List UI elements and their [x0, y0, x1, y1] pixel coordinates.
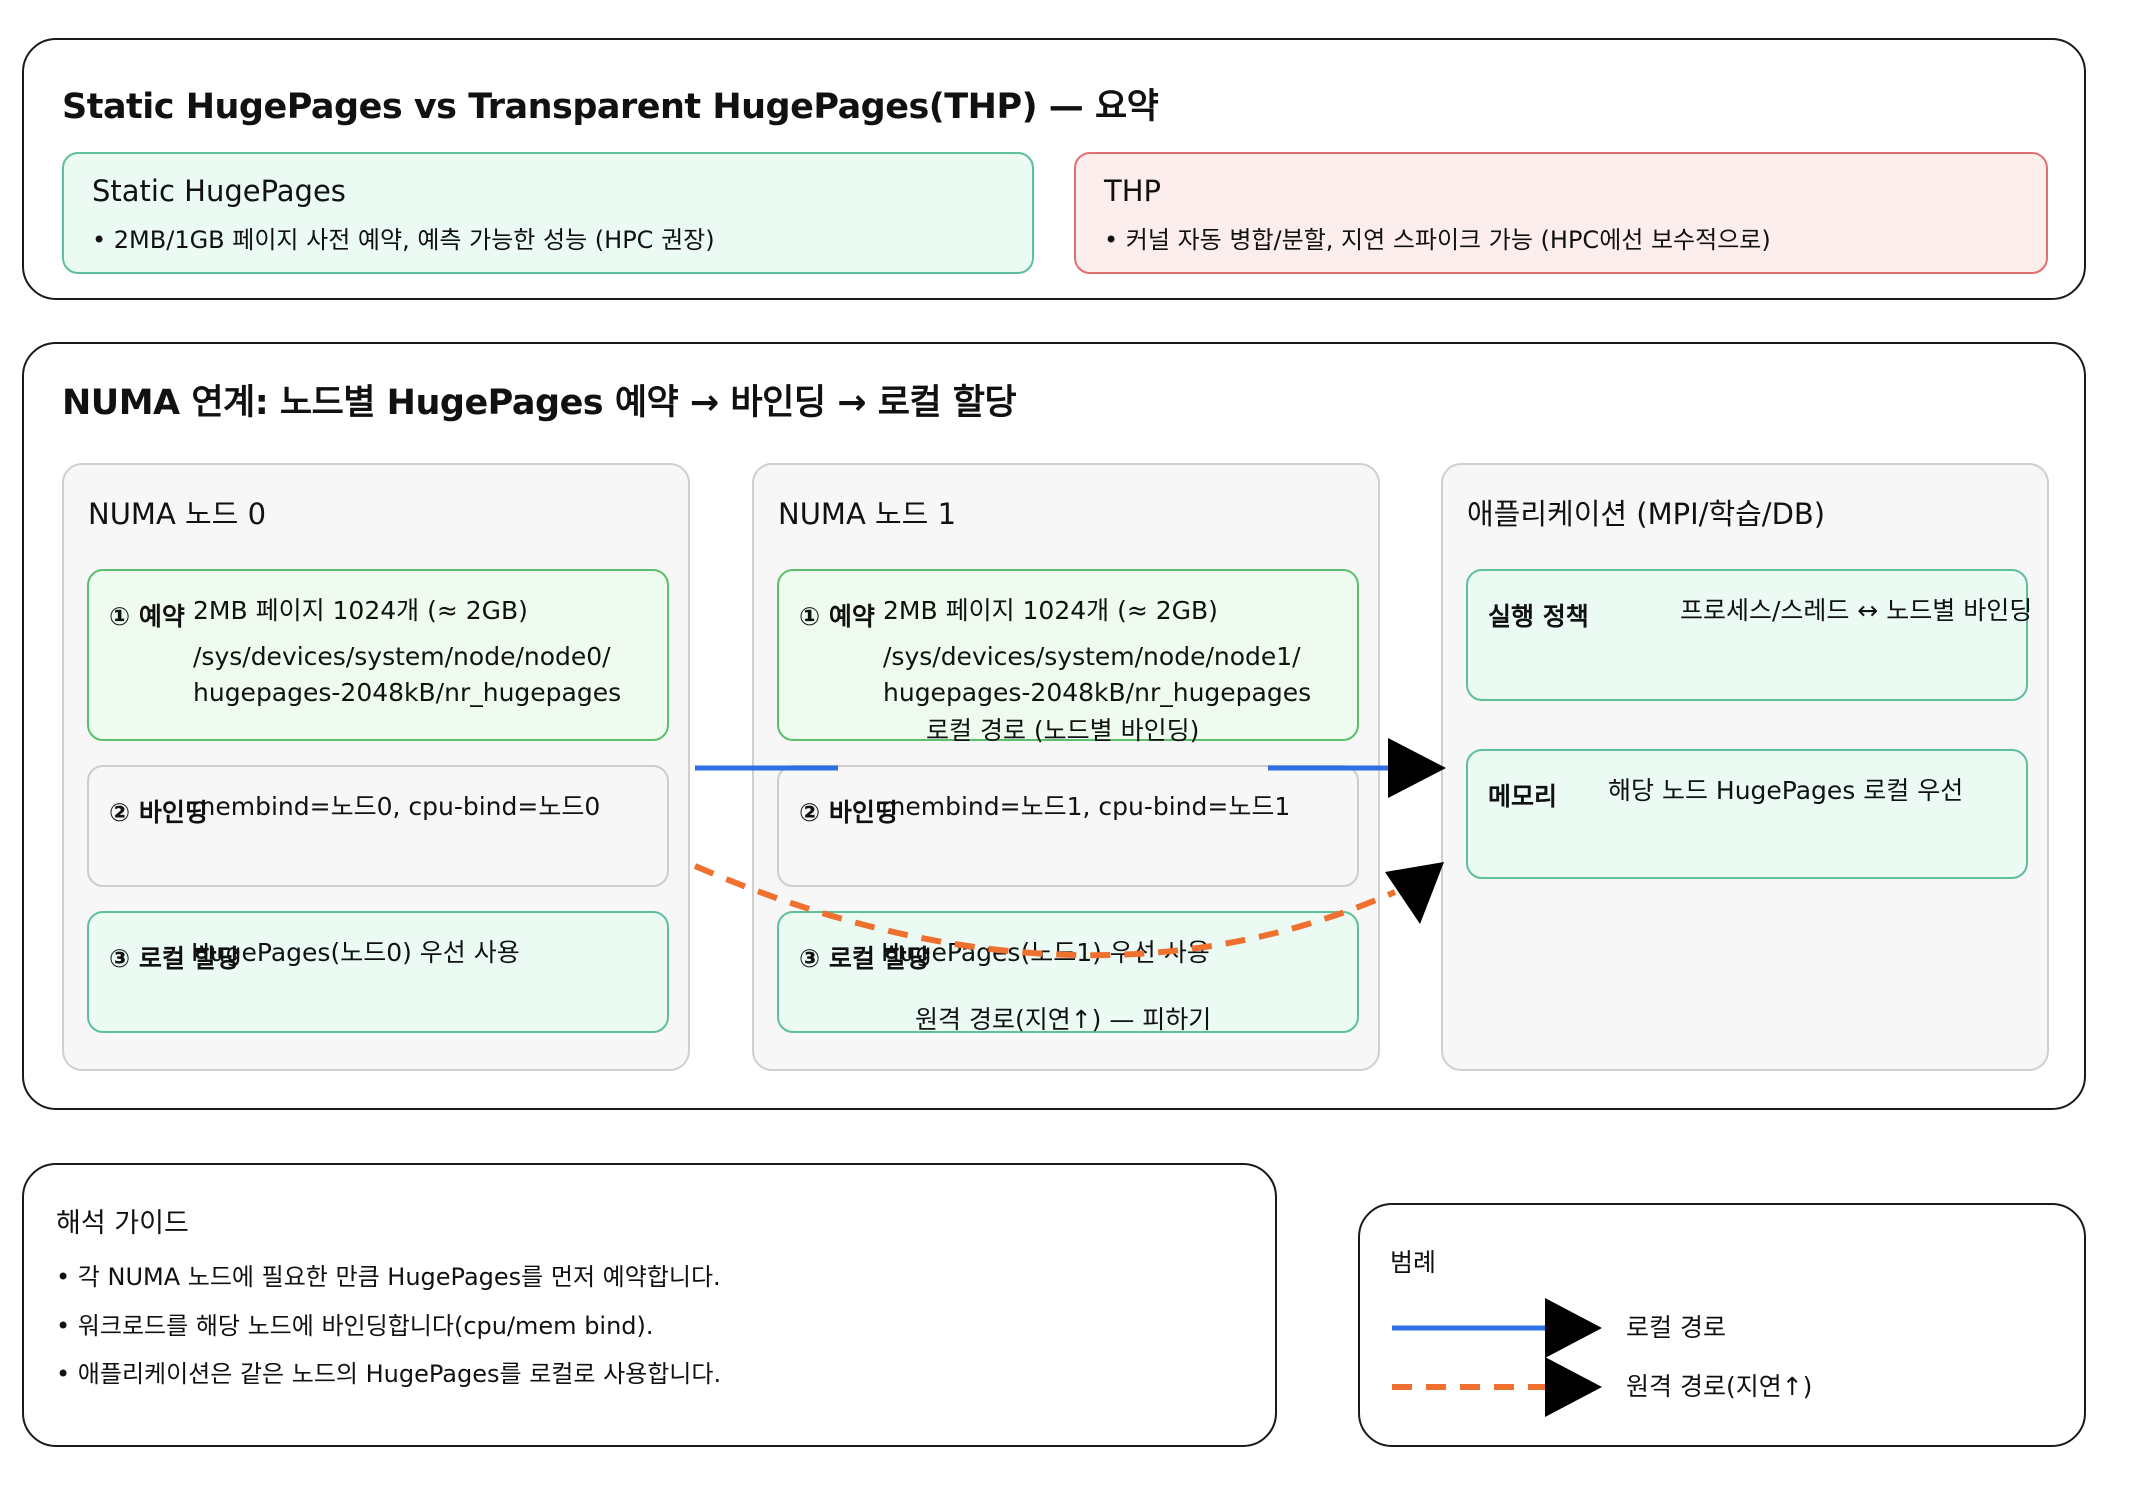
numa-node-1-title: NUMA 노드 1	[778, 497, 957, 531]
app-memory-step: 메모리 해당 노드 HugePages 로컬 우선	[1466, 749, 2028, 879]
legend-remote-label: 원격 경로(지연↑)	[1626, 1372, 1813, 1401]
application-title: 애플리케이션 (MPI/학습/DB)	[1467, 497, 1826, 531]
remote-path-label: 원격 경로(지연↑) — 피하기	[915, 1005, 1212, 1034]
app-policy-label: 실행 정책	[1488, 602, 1589, 631]
static-hugepages-box: Static HugePages • 2MB/1GB 페이지 사전 예약, 예측…	[62, 152, 1034, 274]
node0-bind-label: ② 바인딩	[109, 798, 208, 827]
guide-item-3: • 애플리케이션은 같은 노드의 HugePages를 로컬로 사용합니다.	[56, 1360, 722, 1388]
app-memory-label: 메모리	[1488, 782, 1558, 811]
legend-local-arrowhead	[1545, 1298, 1602, 1358]
node0-alloc-label: ③ 로컬 할당	[109, 944, 240, 973]
legend-title: 범례	[1390, 1248, 1437, 1277]
node1-reserve-line3: hugepages-2048kB/nr_hugepages	[883, 678, 1312, 707]
node0-bind-step: ② 바인딩 membind=노드0, cpu-bind=노드0	[87, 765, 669, 887]
legend-local-label: 로컬 경로	[1626, 1313, 1726, 1342]
node0-reserve-line2: /sys/devices/system/node/node0/	[193, 642, 611, 671]
node1-reserve-step: ① 예약 2MB 페이지 1024개 (≈ 2GB) /sys/devices/…	[777, 569, 1359, 741]
summary-title: Static HugePages vs Transparent HugePage…	[62, 87, 1159, 127]
node1-alloc-text: HugePages(노드1) 우선 사용	[881, 938, 1210, 967]
app-policy-text: 프로세스/스레드 ↔ 노드별 바인딩	[1680, 596, 2033, 625]
app-memory-text: 해당 노드 HugePages 로컬 우선	[1608, 776, 1964, 805]
node1-bind-step: ② 바인딩 membind=노드1, cpu-bind=노드1	[777, 765, 1359, 887]
node1-bind-text: membind=노드1, cpu-bind=노드1	[881, 792, 1291, 821]
node0-bind-text: membind=노드0, cpu-bind=노드0	[191, 792, 601, 821]
guide-panel: 해석 가이드 • 각 NUMA 노드에 필요한 만큼 HugePages를 먼저…	[22, 1163, 1277, 1447]
guide-item-1: • 각 NUMA 노드에 필요한 만큼 HugePages를 먼저 예약합니다.	[56, 1263, 721, 1291]
thp-bullet: • 커널 자동 병합/분할, 지연 스파이크 가능 (HPC에선 보수적으로)	[1104, 226, 1771, 254]
node0-reserve-line3: hugepages-2048kB/nr_hugepages	[193, 678, 622, 707]
node1-reserve-label: ① 예약	[799, 602, 875, 631]
numa-node-0-column: NUMA 노드 0 ① 예약 2MB 페이지 1024개 (≈ 2GB) /sy…	[62, 463, 690, 1071]
guide-item-2: • 워크로드를 해당 노드에 바인딩합니다(cpu/mem bind).	[56, 1312, 654, 1340]
application-column: 애플리케이션 (MPI/학습/DB) 실행 정책 프로세스/스레드 ↔ 노드별 …	[1441, 463, 2049, 1071]
numa-title: NUMA 연계: 노드별 HugePages 예약 → 바인딩 → 로컬 할당	[62, 383, 1017, 423]
legend-panel: 범례 로컬 경로 원격 경로(지연↑)	[1358, 1203, 2086, 1447]
legend-remote-arrowhead	[1545, 1357, 1602, 1417]
numa-node-0-title: NUMA 노드 0	[88, 497, 267, 531]
legend-swatches	[1392, 1298, 1602, 1417]
node0-alloc-step: ③ 로컬 할당 HugePages(노드0) 우선 사용	[87, 911, 669, 1033]
node1-reserve-line1: 2MB 페이지 1024개 (≈ 2GB)	[883, 596, 1218, 625]
app-policy-step: 실행 정책 프로세스/스레드 ↔ 노드별 바인딩	[1466, 569, 2032, 701]
summary-panel: Static HugePages vs Transparent HugePage…	[22, 38, 2086, 300]
node0-reserve-label: ① 예약	[109, 602, 185, 631]
guide-title: 해석 가이드	[56, 1208, 189, 1239]
thp-box: THP • 커널 자동 병합/분할, 지연 스파이크 가능 (HPC에선 보수적…	[1074, 152, 2048, 274]
node0-alloc-text: HugePages(노드0) 우선 사용	[191, 938, 520, 967]
static-hugepages-title: Static HugePages	[92, 174, 346, 208]
node0-reserve-step: ① 예약 2MB 페이지 1024개 (≈ 2GB) /sys/devices/…	[87, 569, 669, 741]
node1-bind-label: ② 바인딩	[799, 798, 898, 827]
local-path-label: 로컬 경로 (노드별 바인딩)	[926, 716, 1200, 745]
numa-node-1-column: NUMA 노드 1 ① 예약 2MB 페이지 1024개 (≈ 2GB) /sy…	[752, 463, 1380, 1071]
thp-title: THP	[1104, 174, 1162, 208]
node0-reserve-line1: 2MB 페이지 1024개 (≈ 2GB)	[193, 596, 528, 625]
static-hugepages-bullet: • 2MB/1GB 페이지 사전 예약, 예측 가능한 성능 (HPC 권장)	[92, 226, 715, 254]
node1-reserve-line2: /sys/devices/system/node/node1/	[883, 642, 1301, 671]
